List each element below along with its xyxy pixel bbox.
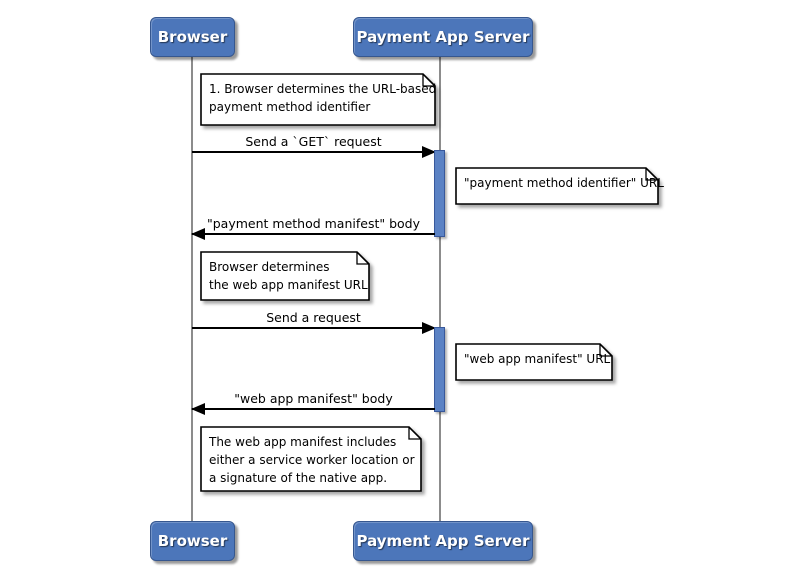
note-text: 1. Browser determines the URL-based paym… <box>209 82 437 114</box>
note-determine-web-app-manifest-url: Browser determines the web app manifest … <box>200 251 370 301</box>
actor-server-top: Payment App Server <box>353 17 533 57</box>
activation-bar-server-2 <box>434 327 445 412</box>
message-line <box>191 403 435 415</box>
message-line <box>192 146 436 158</box>
actor-browser-bottom: Browser <box>150 521 235 561</box>
message-label: Send a request <box>266 310 361 325</box>
note-shape <box>200 73 436 126</box>
note-text: The web app manifest includes either a s… <box>209 435 415 485</box>
message-send-request: Send a request <box>192 310 436 334</box>
arrowhead-left-icon <box>191 228 205 240</box>
note-text: "web app manifest" URL <box>464 352 611 366</box>
note-shape <box>455 343 613 381</box>
actor-browser-top: Browser <box>150 17 235 57</box>
message-send-get-request: Send a `GET` request <box>192 134 436 158</box>
note-determine-payment-method-identifier: 1. Browser determines the URL-based paym… <box>200 73 436 126</box>
note-payment-method-identifier-url: "payment method identifier" URL <box>455 167 664 205</box>
note-text: "payment method identifier" URL <box>464 176 664 190</box>
actor-server-bottom: Payment App Server <box>353 521 533 561</box>
actor-server-top-label: Payment App Server <box>356 28 530 46</box>
note-shape <box>200 426 422 492</box>
note-shape <box>200 251 370 301</box>
message-line <box>192 322 436 334</box>
note-text: Browser determines the web app manifest … <box>209 260 368 292</box>
activation-bar-server-1 <box>434 150 445 237</box>
arrowhead-right-icon <box>422 146 436 158</box>
note-web-app-manifest-url: "web app manifest" URL <box>455 343 613 381</box>
note-shape <box>455 167 659 205</box>
message-label: "payment method manifest" body <box>206 216 421 231</box>
message-label: Send a `GET` request <box>245 134 382 149</box>
arrowhead-left-icon <box>191 403 205 415</box>
arrowhead-right-icon <box>422 322 436 334</box>
note-web-app-manifest-contents: The web app manifest includes either a s… <box>200 426 422 492</box>
message-web-app-manifest-body: "web app manifest" body <box>191 391 435 415</box>
lifeline-browser <box>191 57 193 521</box>
message-payment-method-manifest-body: "payment method manifest" body <box>191 216 435 240</box>
lifeline-server <box>439 57 441 521</box>
message-label: "web app manifest" body <box>234 391 393 406</box>
actor-browser-top-label: Browser <box>157 28 228 46</box>
message-line <box>191 228 435 240</box>
actor-server-bottom-label: Payment App Server <box>356 532 530 550</box>
actor-browser-bottom-label: Browser <box>157 532 228 550</box>
